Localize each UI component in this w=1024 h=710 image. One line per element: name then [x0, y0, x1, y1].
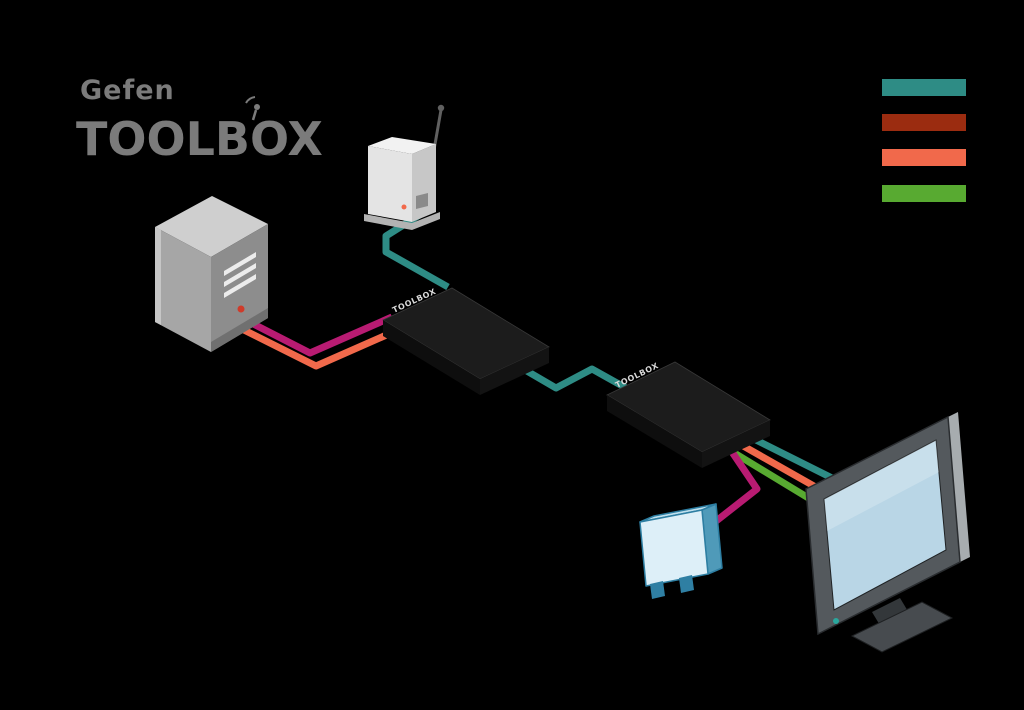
transmitter-side-face — [412, 144, 436, 222]
receiver-front-left-face — [607, 395, 702, 468]
cable-magenta-accessory — [703, 444, 761, 532]
sender-front-left-face — [383, 320, 480, 395]
display-stand-base — [850, 601, 954, 653]
wireless-antenna-unit — [364, 104, 445, 230]
accessory-foot — [650, 581, 665, 599]
ir-accessory — [639, 503, 723, 599]
cable-teal-link — [518, 363, 628, 392]
legend-swatch-green — [882, 185, 966, 202]
transmitter-base — [364, 212, 440, 230]
computer-tower — [155, 196, 268, 352]
cable-legend — [882, 79, 966, 202]
tower-drive-bay — [224, 274, 256, 298]
transmitter-top-face — [368, 137, 436, 154]
toolbox-sender-unit: TOOLBOX — [382, 287, 550, 395]
logo-brand-text: Gefen — [80, 75, 175, 106]
logo-antenna-wave — [245, 96, 256, 104]
logo-antenna-tip — [254, 104, 260, 110]
accessory-foot — [679, 575, 694, 593]
tower-side-face — [155, 227, 211, 352]
transmitter-led — [401, 204, 407, 210]
cable-magenta-source — [232, 310, 394, 357]
cable-green-display — [729, 448, 822, 508]
toolbox-receiver-unit: TOOLBOX — [606, 361, 771, 468]
legend-swatch-orange — [882, 149, 966, 166]
legend-swatch-dark-red — [882, 114, 966, 131]
legend-swatch-teal — [882, 79, 966, 96]
logo-product-text: TOOLBOX — [76, 112, 323, 166]
display-screen — [823, 439, 947, 611]
tower-drive-bay — [224, 263, 256, 287]
cables — [232, 211, 840, 532]
flat-panel-display — [805, 412, 970, 653]
cable-teal-display — [742, 430, 840, 485]
tower-edge-highlight — [155, 227, 161, 325]
tower-power-button — [237, 305, 245, 313]
tower-drive-bay — [224, 252, 256, 276]
transmitter-front-face — [368, 146, 412, 222]
display-screen-glare — [824, 440, 939, 531]
sender-front-right-face — [480, 347, 549, 395]
tower-top-face — [155, 196, 268, 257]
logo-antenna-icon — [245, 96, 260, 121]
accessory-front-face — [639, 509, 709, 587]
tower-bottom-band — [211, 308, 268, 352]
antenna-mast — [432, 109, 443, 151]
display-right-edge — [948, 412, 970, 562]
cable-orange-source — [238, 324, 402, 370]
antenna-tip — [437, 104, 445, 112]
logo-antenna-stub — [251, 109, 258, 121]
display-power-led — [833, 618, 839, 624]
receiver-front-right-face — [702, 420, 770, 468]
transmitter-port — [416, 193, 428, 209]
gefen-toolbox-logo: Gefen TOOLBOX — [76, 75, 323, 166]
